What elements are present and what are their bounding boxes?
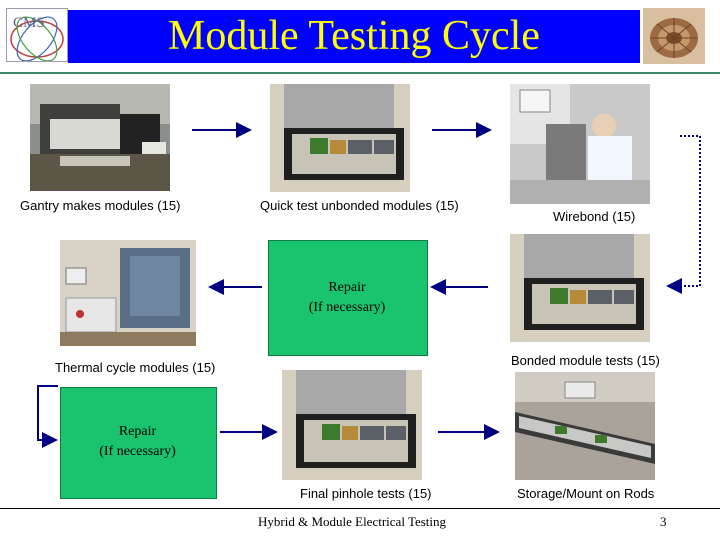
footer-title: Hybrid & Module Electrical Testing (258, 514, 447, 529)
repair-label: Repair (328, 280, 366, 295)
thermal-cycle-caption: Thermal cycle modules (15) (55, 360, 216, 375)
footer-rule (0, 508, 720, 509)
page-number: 3 (660, 514, 667, 529)
tracker-image (643, 8, 705, 64)
repair-box-top (268, 240, 428, 356)
bonded-test-photo (510, 234, 650, 342)
arrow-wirebond-to-bondedtest (666, 135, 701, 294)
slide-title: Module Testing Cycle (168, 13, 540, 59)
storage-caption: Storage/Mount on Rods (517, 486, 655, 501)
thermal-cycle-photo (60, 240, 196, 346)
arrow-thermal-to-repair (37, 385, 58, 448)
bonded-test-caption: Bonded module tests (15) (511, 353, 660, 368)
gantry-caption: Gantry makes modules (15) (20, 198, 181, 213)
repair-box-top-text: Repair (If necessary) (268, 278, 426, 318)
header-rule (0, 72, 720, 74)
pinhole-caption: Final pinhole tests (15) (300, 486, 432, 501)
gantry-photo (30, 84, 170, 191)
title-bar (68, 10, 640, 63)
repair-label: Repair (118, 424, 157, 439)
repair-condition: (If necessary) (99, 444, 176, 459)
cms-logo: CMS (6, 8, 68, 62)
quick-test-photo (270, 84, 410, 192)
wirebond-photo (510, 84, 650, 204)
repair-box-bottom (60, 387, 217, 499)
cms-logo-text: CMS (13, 15, 45, 31)
wirebond-caption: Wirebond (15) (553, 209, 636, 224)
pinhole-test-photo (282, 370, 422, 480)
repair-box-bottom-text: Repair (If necessary) (60, 422, 215, 462)
quick-test-caption: Quick test unbonded modules (15) (260, 198, 459, 213)
storage-photo (515, 372, 655, 480)
repair-condition: (If necessary) (308, 300, 386, 315)
